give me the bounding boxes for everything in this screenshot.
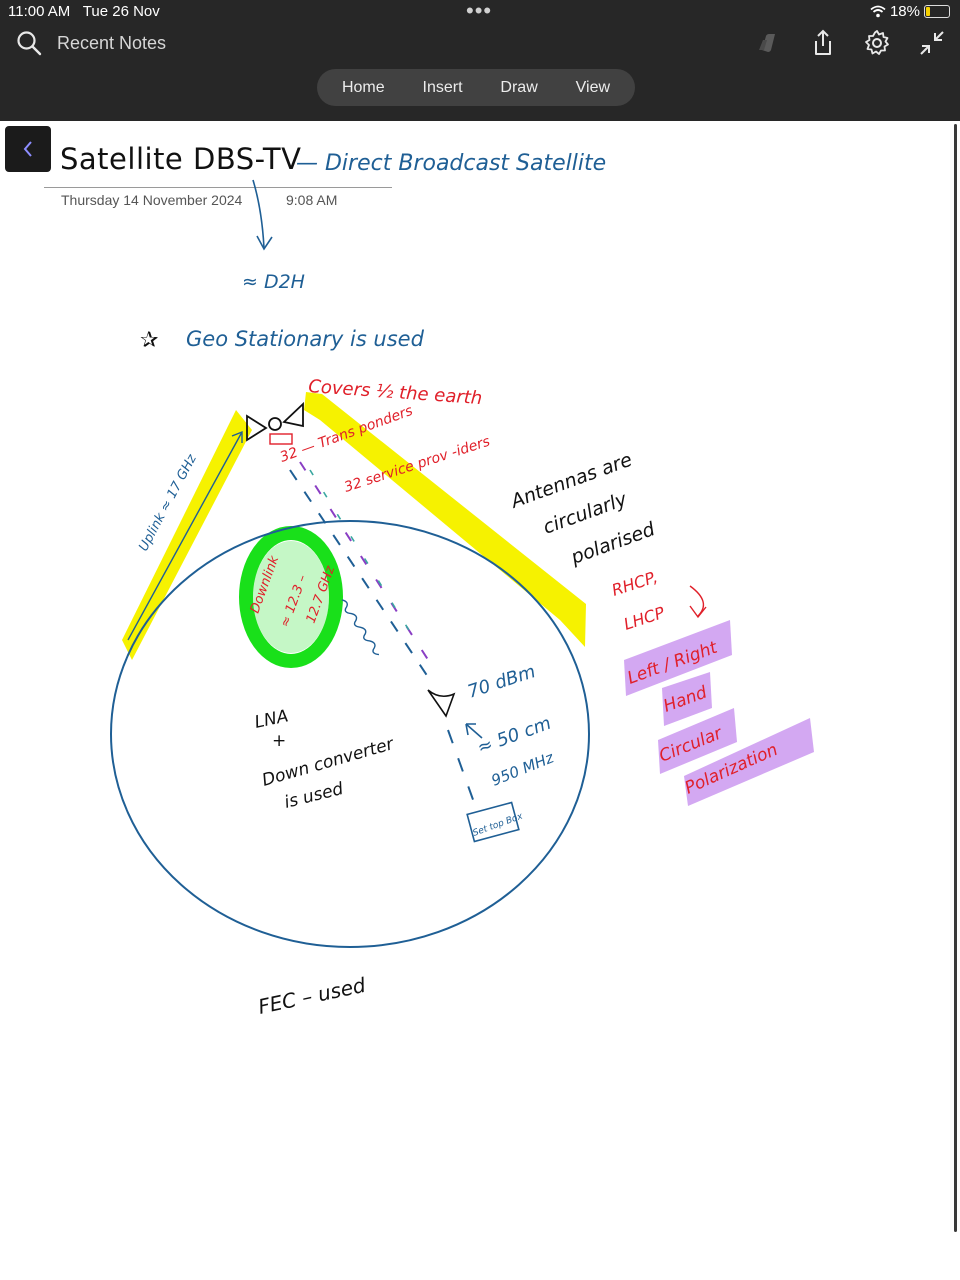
top-toolbar: 11:00 AM Tue 26 Nov ••• 18% Recent Notes <box>0 0 960 121</box>
tab-insert[interactable]: Insert <box>422 78 463 96</box>
note-time: 9:08 AM <box>286 192 338 208</box>
ink-fec: FEC – used <box>256 973 368 1019</box>
title-arrowhead <box>256 235 273 251</box>
ink-power: 70 dBm <box>465 661 538 703</box>
ink-d2h: ≈ D2H <box>242 271 305 293</box>
ink-lna-1: LNA <box>253 706 290 733</box>
satellite-icon <box>246 401 304 442</box>
title-arrow <box>252 179 265 249</box>
ink-geo: Geo Stationary is used <box>186 327 425 351</box>
status-clock: 11:00 AM <box>8 3 71 20</box>
transponder-box <box>269 433 293 445</box>
title-divider <box>44 187 392 188</box>
highlight-hand <box>662 672 712 726</box>
cable-dash <box>447 729 477 809</box>
rhcp-arrow <box>689 585 705 617</box>
uplink-arrowhead <box>231 430 243 443</box>
ink-freq: 950 MHz <box>489 748 558 790</box>
vertical-scrollbar[interactable] <box>954 124 957 1232</box>
settings-icon[interactable] <box>862 28 892 58</box>
tab-view[interactable]: View <box>575 78 611 96</box>
dish-size-arrow <box>465 723 483 739</box>
page-title[interactable]: Satellite DBS-TV <box>60 142 302 176</box>
back-chevron-icon <box>23 141 32 157</box>
highlight-polarization <box>684 718 814 806</box>
back-button[interactable] <box>5 126 51 172</box>
status-date: Tue 26 Nov <box>82 3 160 20</box>
multitasking-dots[interactable]: ••• <box>466 0 493 23</box>
collapse-icon[interactable] <box>917 28 947 58</box>
tab-draw[interactable]: Draw <box>500 78 538 96</box>
status-right: 18% <box>870 3 950 20</box>
downlink-circle-highlight <box>239 526 343 668</box>
ribbon-tabs: Home Insert Draw View <box>317 69 635 106</box>
battery-percent: 18% <box>889 3 920 20</box>
search-icon[interactable] <box>16 30 42 56</box>
ink-lhcp: LHCP <box>621 603 667 634</box>
ink-rhcp: RHCP, <box>609 567 659 600</box>
ink-lna-2: + <box>272 731 286 751</box>
ink-title-suffix: — Direct Broadcast Satellite <box>296 151 606 176</box>
uplink-arrow <box>127 431 243 641</box>
highlight-left-right <box>624 620 732 696</box>
recent-notes-search[interactable]: Recent Notes <box>57 33 167 53</box>
status-time: 11:00 AM Tue 26 Nov <box>8 3 160 20</box>
highlight-circular <box>658 708 737 774</box>
battery-icon <box>924 5 950 18</box>
ink-lna-4: is used <box>282 779 345 813</box>
earth-circle <box>110 520 590 948</box>
downlink-beam-highlight <box>304 392 586 647</box>
star-bullet: ✰ <box>140 328 158 353</box>
set-top-box-icon <box>466 801 520 843</box>
wifi-icon <box>870 5 886 18</box>
dish-icon <box>427 689 456 718</box>
rhcp-arrowhead <box>689 605 707 619</box>
note-date: Thursday 14 November 2024 <box>61 192 243 208</box>
coil-icon <box>341 599 380 656</box>
downlink-circle-fill <box>253 541 329 653</box>
tab-home[interactable]: Home <box>341 78 385 96</box>
downlink-dash-1 <box>289 469 431 681</box>
copilot-icon[interactable] <box>753 28 783 58</box>
share-icon[interactable] <box>808 28 838 58</box>
